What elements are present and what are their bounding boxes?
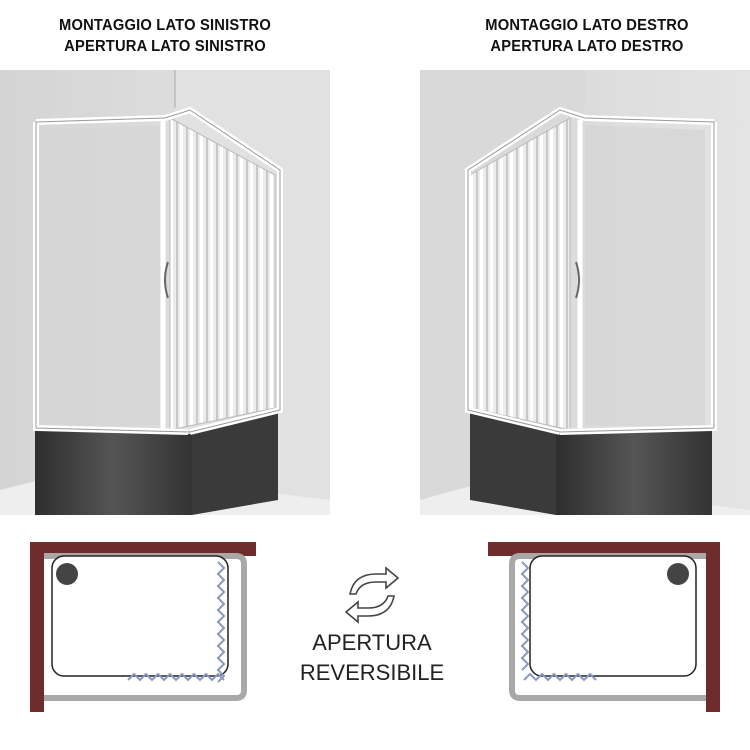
right-glass-front (585, 125, 705, 428)
label-line1: APERTURA (312, 630, 432, 655)
right-title-line2: APERTURA LATO DESTRO (490, 38, 684, 55)
left-title: MONTAGGIO LATO SINISTRO APERTURA LATO SI… (13, 15, 317, 57)
left-plan-folding-door-side (216, 561, 226, 683)
label-line2: REVERSIBILE (299, 660, 445, 685)
reverse-arrows-icon (344, 566, 400, 624)
right-plan-folding-door-side (520, 561, 530, 671)
reversible-opening-label: APERTURA REVERSIBILE (292, 628, 452, 688)
left-title-line2: APERTURA LATO SINISTRO (64, 38, 266, 55)
right-wall-side (420, 70, 585, 515)
left-handle-icon (164, 261, 169, 299)
right-frame-outline (467, 109, 715, 433)
left-plan-folding-door-front (127, 672, 225, 682)
left-tray-side (192, 412, 278, 515)
left-title-line1: MONTAGGIO LATO SINISTRO (59, 17, 271, 34)
right-title: MONTAGGIO LATO DESTRO APERTURA LATO DEST… (435, 15, 739, 57)
left-folding-door (169, 117, 276, 431)
right-title-line1: MONTAGGIO LATO DESTRO (485, 17, 689, 34)
right-shower-illustration (420, 70, 750, 515)
left-plan-tray-inner (51, 555, 229, 677)
right-tray-side (470, 412, 556, 515)
left-frame-outline (35, 109, 281, 433)
right-plan-drain-icon (667, 563, 689, 585)
left-shower-illustration (0, 70, 330, 515)
left-glass-front (45, 125, 160, 428)
left-plan-diagram (30, 542, 256, 712)
left-tray-front (35, 430, 192, 515)
left-plan-drain-icon (56, 563, 78, 585)
right-plan-tray-inner (529, 555, 697, 677)
right-plan-folding-door-front (523, 672, 597, 682)
right-plan-diagram (488, 542, 720, 712)
right-handle-icon (575, 261, 580, 299)
right-tray-front (556, 430, 712, 515)
